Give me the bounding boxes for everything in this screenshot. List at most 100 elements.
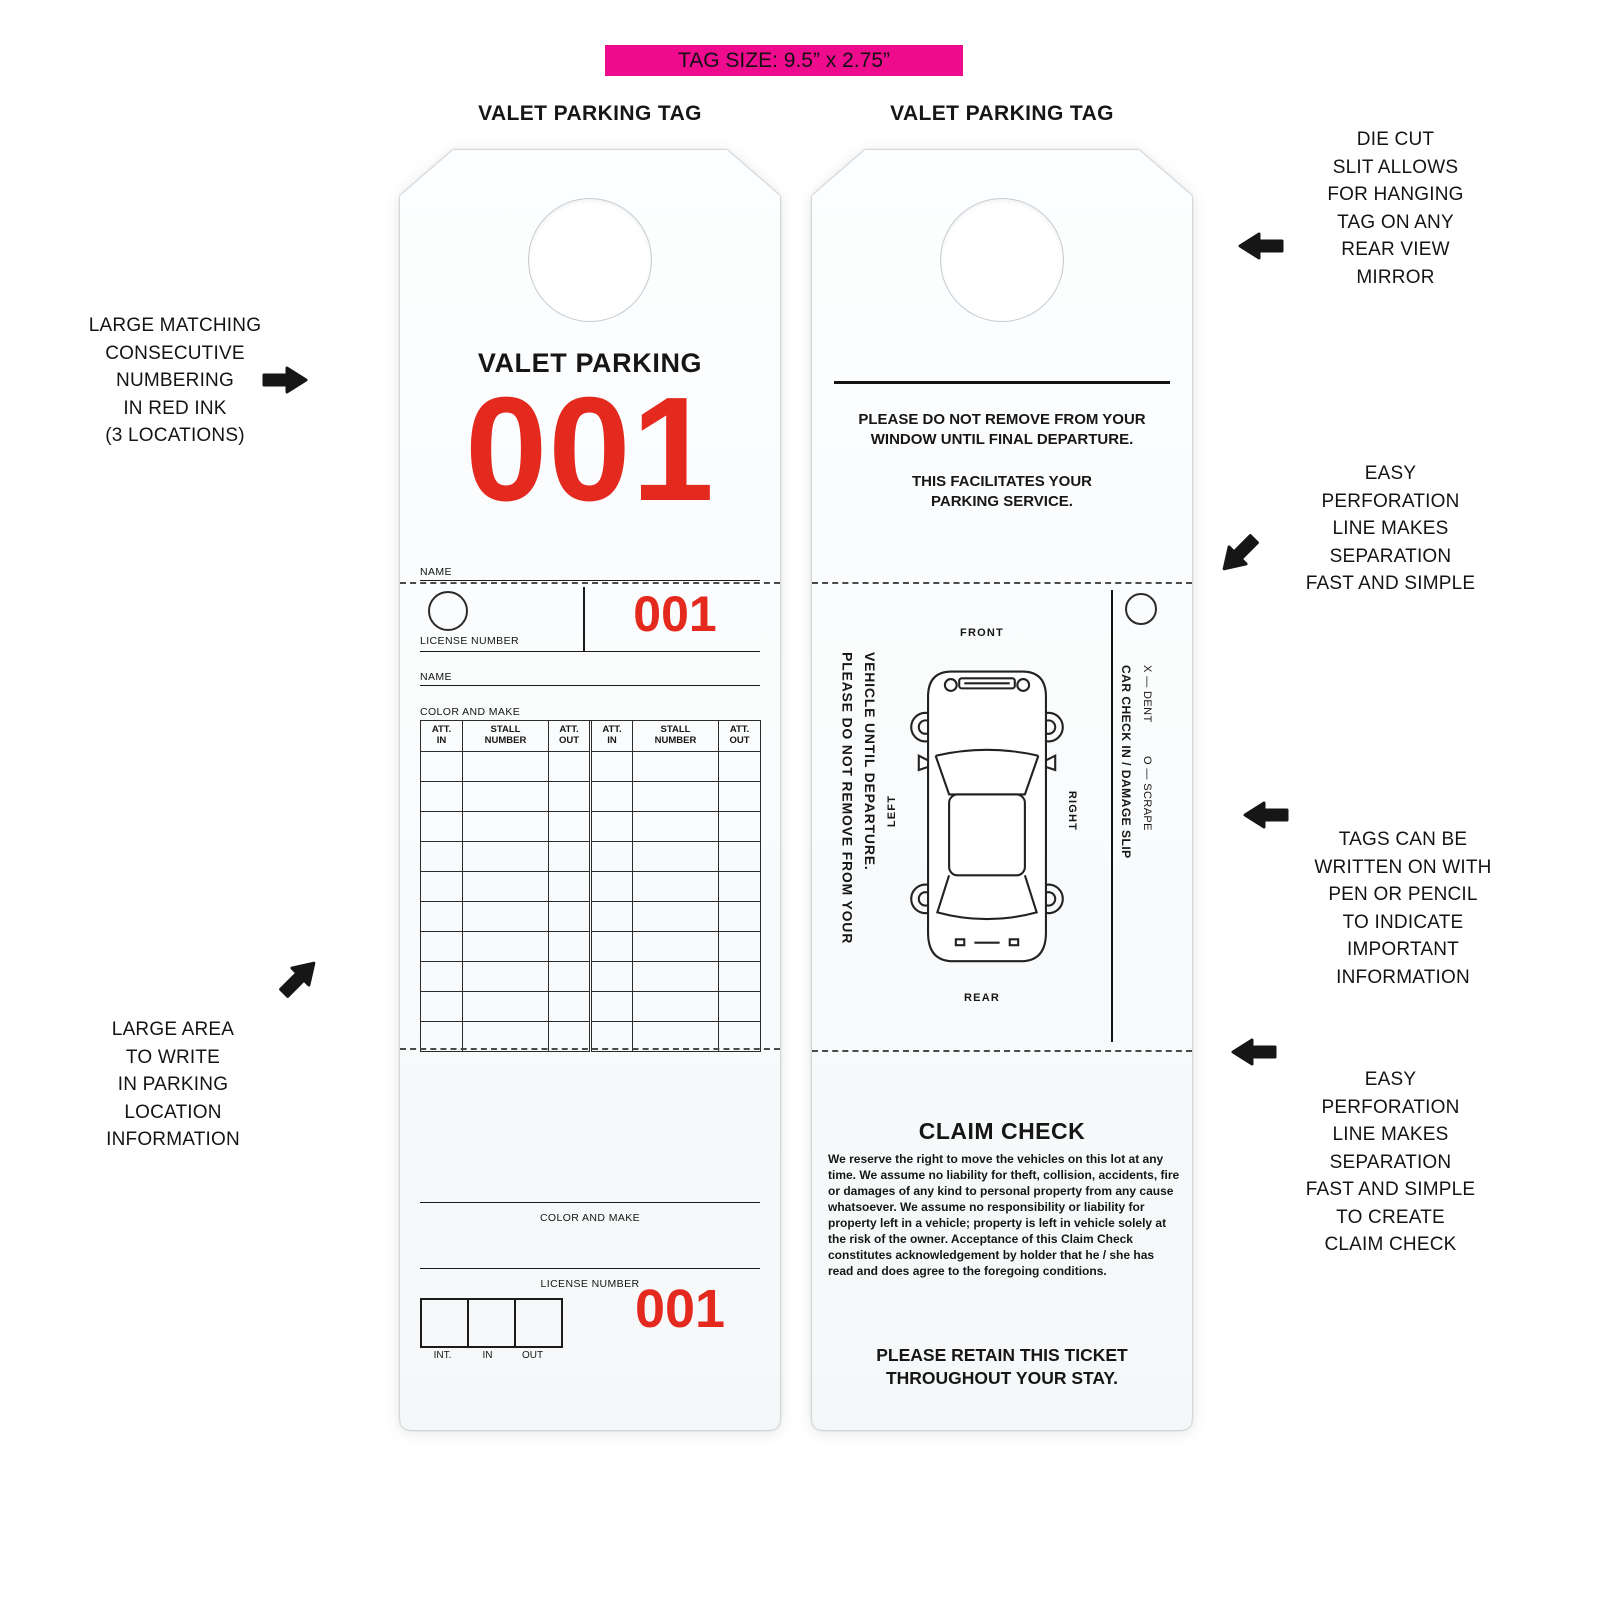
tag-number-stub: 001 — [633, 586, 717, 642]
grid-cell — [420, 751, 463, 782]
grid-cell — [632, 841, 719, 872]
grid-cell — [589, 961, 633, 992]
perforation-line-top — [400, 582, 780, 584]
stall-grid-body — [420, 751, 761, 1052]
car-top-view-icon — [910, 670, 1064, 963]
valet-tag-back: PLEASE DO NOT REMOVE FROM YOUR WINDOW UN… — [812, 150, 1192, 1430]
grid-cell — [548, 1021, 591, 1052]
perforation-line-bottom — [812, 1050, 1192, 1052]
col-att-in: ATT. IN — [420, 720, 463, 752]
grid-cell — [420, 811, 463, 842]
out-box-label: OUT — [521, 1350, 544, 1361]
name-field: NAME — [420, 552, 760, 581]
grid-cell — [589, 901, 633, 932]
grid-row — [420, 841, 761, 872]
name-field-2: NAME — [420, 659, 760, 686]
int-box-label: INT. — [433, 1350, 452, 1361]
valet-parking-title: VALET PARKING — [477, 348, 703, 378]
grid-cell — [548, 991, 591, 1022]
arrow-left-icon — [1243, 801, 1289, 829]
bottom-license-label: LICENSE NUMBER — [540, 1278, 640, 1290]
arrow-down-left-icon — [1213, 528, 1265, 580]
grid-cell — [548, 751, 591, 782]
grid-cell — [420, 871, 463, 902]
grid-cell — [589, 931, 633, 962]
stub-divider — [583, 587, 585, 651]
grid-row — [420, 781, 761, 812]
grid-cell — [589, 811, 633, 842]
grid-cell — [462, 901, 549, 932]
back-tag-heading: VALET PARKING TAG — [890, 102, 1114, 125]
out-box — [514, 1298, 563, 1348]
grid-row — [420, 1021, 761, 1052]
grid-row — [420, 751, 761, 782]
grid-cell — [589, 751, 633, 782]
scrape-key-label: O — SCRAPE — [1141, 756, 1153, 831]
grid-cell — [718, 931, 761, 962]
grid-cell — [420, 1021, 463, 1052]
tag-number-large: 001 — [465, 367, 715, 532]
bottom-color-make-label: COLOR AND MAKE — [539, 1212, 641, 1224]
bottom-color-make-line: COLOR AND MAKE — [420, 1202, 760, 1226]
claim-check-title: CLAIM CHECK — [918, 1118, 1086, 1144]
grid-cell — [548, 811, 591, 842]
hang-hole — [528, 198, 652, 322]
grid-cell — [548, 841, 591, 872]
annotation-numbering: LARGE MATCHING CONSECUTIVE NUMBERING IN … — [88, 315, 262, 447]
grid-cell — [632, 991, 719, 1022]
grid-cell — [462, 871, 549, 902]
grid-cell — [718, 871, 761, 902]
license-number-label: LICENSE NUMBER — [420, 635, 519, 647]
arrow-up-right-icon — [273, 952, 325, 1004]
grid-row — [420, 901, 761, 932]
stall-table: ATT. IN STALL NUMBER ATT. OUT ATT. IN ST… — [420, 720, 761, 1052]
arrow-left-icon — [1238, 232, 1284, 260]
grid-row — [420, 961, 761, 992]
grid-cell — [589, 1021, 633, 1052]
punch-circle — [428, 591, 468, 631]
grid-cell — [548, 781, 591, 812]
grid-cell — [718, 841, 761, 872]
name-field-2-label: NAME — [420, 671, 452, 683]
grid-row — [420, 991, 761, 1022]
stall-table-header-row: ATT. IN STALL NUMBER ATT. OUT ATT. IN ST… — [420, 720, 761, 752]
grid-cell — [632, 931, 719, 962]
grid-cell — [420, 931, 463, 962]
top-rule — [834, 381, 1170, 384]
grid-cell — [589, 841, 633, 872]
bottom-license-line: LICENSE NUMBER — [420, 1268, 760, 1292]
facilitates-notice: THIS FACILITATES YOUR PARKING SERVICE. — [911, 473, 1092, 511]
int-in-out-boxes — [420, 1298, 563, 1348]
grid-cell — [462, 931, 549, 962]
dent-key-label: X — DENT — [1141, 665, 1153, 723]
grid-cell — [718, 901, 761, 932]
box-labels: INT. IN OUT — [420, 1350, 559, 1361]
retain-ticket-note: PLEASE RETAIN THIS TICKET THROUGHOUT YOU… — [876, 1345, 1128, 1388]
grid-cell — [420, 901, 463, 932]
annotation-write-on: TAGS CAN BE WRITTEN ON WITH PEN OR PENCI… — [1314, 829, 1492, 988]
grid-cell — [462, 1021, 549, 1052]
grid-cell — [632, 811, 719, 842]
hang-hole — [940, 198, 1064, 322]
grid-cell — [589, 871, 633, 902]
perforation-line-top — [812, 582, 1192, 584]
car-right-label: RIGHT — [1066, 790, 1078, 832]
tag-number-bottom: 001 — [634, 1279, 726, 1339]
col-stall-number: STALL NUMBER — [462, 720, 549, 752]
grid-row — [420, 871, 761, 902]
grid-cell — [632, 1021, 719, 1052]
annotation-write-area: LARGE AREA TO WRITE IN PARKING LOCATION … — [106, 1019, 240, 1151]
grid-cell — [462, 811, 549, 842]
arrow-left-icon — [1231, 1038, 1277, 1066]
do-not-remove-vertical-text: PLEASE DO NOT REMOVE FROM YOUR VEHICLE U… — [839, 652, 878, 945]
annotation-perforation-bottom: EASY PERFORATION LINE MAKES SEPARATION F… — [1305, 1069, 1476, 1256]
arrow-right-icon — [262, 366, 308, 394]
damage-slip-block: CAR CHECK IN / DAMAGE SLIP X — DENT O — … — [1119, 665, 1153, 1015]
car-front-label: FRONT — [960, 627, 1004, 639]
grid-cell — [718, 781, 761, 812]
grid-cell — [718, 811, 761, 842]
col-stall-number-2: STALL NUMBER — [632, 720, 719, 752]
grid-cell — [632, 751, 719, 782]
grid-cell — [718, 961, 761, 992]
